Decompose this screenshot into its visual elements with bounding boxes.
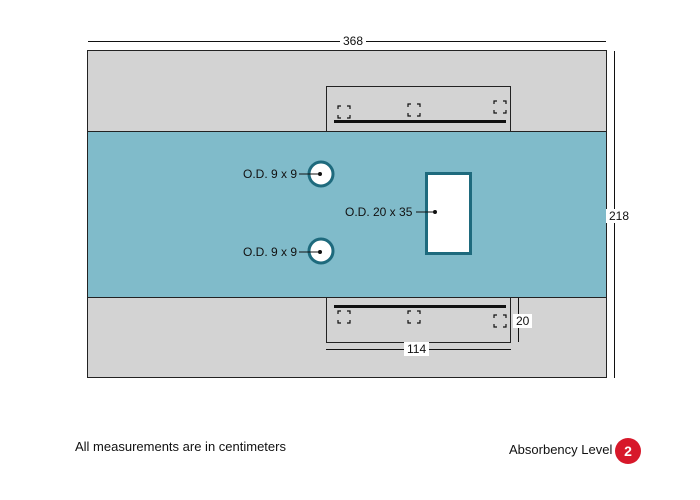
top-clamp-markers [337, 100, 507, 119]
marker [337, 105, 351, 119]
bottom-clamp-markers [337, 310, 507, 328]
center-band [87, 131, 607, 298]
hole-lower-label: O.D. 9 x 9 [243, 245, 298, 259]
absorbency-level-badge: 2 [615, 438, 641, 464]
rect-opening [425, 172, 472, 255]
marker [493, 314, 507, 328]
marker [493, 100, 507, 114]
marker [407, 103, 421, 117]
hole-upper-label: O.D. 9 x 9 [243, 167, 298, 181]
overall-height-label: 218 [606, 209, 633, 223]
measurement-note: All measurements are in centimeters [75, 439, 286, 454]
clamp-length-label: 114 [404, 342, 430, 356]
overall-width-label: 368 [340, 34, 367, 48]
leader-lines [299, 172, 437, 254]
rect-opening-label: O.D. 20 x 35 [345, 205, 413, 219]
absorbency-label: Absorbency Level [509, 442, 613, 457]
marker [337, 310, 351, 324]
clamp-depth-label: 20 [513, 314, 533, 328]
marker [407, 310, 421, 324]
